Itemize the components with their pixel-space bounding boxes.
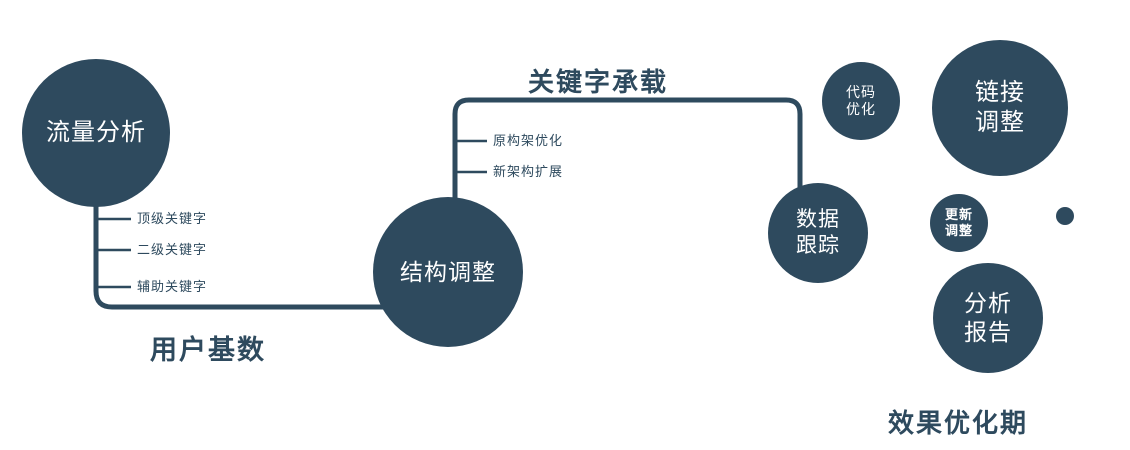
node-analysis-report-label: 分析 报告 [964,290,1012,345]
node-traffic-analysis-label: 流量分析 [46,119,146,146]
branch-second-keyword: 二级关键字 [137,242,208,257]
node-small-dot [1056,207,1074,225]
branch-new-arch-expansion: 新架构扩展 [493,164,564,179]
phase-caption: 效果优化期 [888,408,1029,438]
edge-label-user-base: 用户基数 [150,335,266,365]
branch-original-arch-optimization: 原构架优化 [493,133,564,148]
node-link-adjustment-label: 链接 调整 [975,79,1025,136]
node-data-tracking: 数据 跟踪 [768,183,868,283]
structure-to-tracking-line [452,97,803,201]
node-data-tracking-label: 数据 跟踪 [796,207,840,257]
node-traffic-analysis: 流量分析 [22,59,170,207]
node-analysis-report: 分析 报告 [933,263,1043,373]
edge-label-keyword-bearing: 关键字承载 [528,67,669,97]
branch-aux-keyword: 辅助关键字 [137,279,208,294]
node-structure-adjustment-label: 结构调整 [400,258,496,285]
node-code-optimization: 代码 优化 [822,62,900,140]
traffic-to-structure-line [93,198,392,310]
node-link-adjustment: 链接 调整 [932,40,1068,176]
node-update-adjustment: 更新 调整 [930,194,988,252]
node-code-optimization-label: 代码 优化 [846,83,876,118]
branch-top-keyword: 顶级关键字 [137,211,208,226]
node-update-adjustment-label: 更新 调整 [944,206,973,238]
node-structure-adjustment: 结构调整 [373,197,523,347]
